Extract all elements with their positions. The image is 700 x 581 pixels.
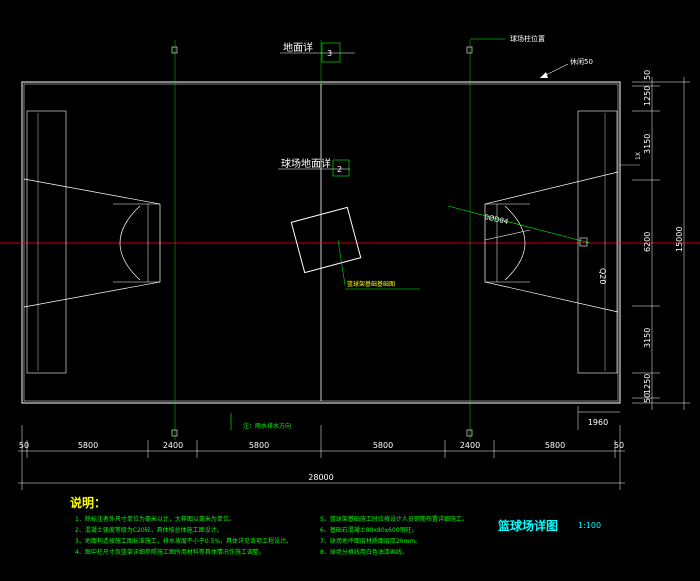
note-item: 6、基础石混凝土80x80x600钢柱。 xyxy=(320,527,418,534)
bottom-dim-label: 50 xyxy=(19,441,29,450)
rim-label-line xyxy=(484,229,531,241)
bottom-dim-label: 2400 xyxy=(163,441,183,450)
right-dim-label: 3150 xyxy=(643,328,652,348)
ground-section-label: 地面详 xyxy=(283,41,313,54)
rim-leader-line xyxy=(447,205,591,244)
bottom-dim-ticks xyxy=(21,425,621,490)
center-note-leader xyxy=(337,239,346,286)
right-dim-label: 50 xyxy=(643,70,652,80)
notes-right-column: 5、篮球架基础施工时应按设计人员钢筋布置详细施工。 6、基础石混凝土80x80x… xyxy=(320,514,468,558)
post-marker xyxy=(466,429,473,437)
sheet-scale: 1:100 xyxy=(578,521,602,530)
court-surface-number: 2 xyxy=(337,165,342,174)
top-tag-label: 休闲50 xyxy=(570,57,593,66)
note-item: 7、球场地坪面层材质面层厚20mm。 xyxy=(320,538,422,545)
right-dim-label: 50 xyxy=(643,393,652,403)
right-dim-ticks xyxy=(632,81,690,404)
note-item: 2、混凝土强度等级为C20砼，具体按总体施工图设计。 xyxy=(75,527,223,534)
drain-note-label: 注：雨水排水方向 xyxy=(243,422,291,430)
left-free-throw-arc xyxy=(119,205,141,281)
note-item: 5、篮球架基础施工时应按设计人员钢筋布置详细施工。 xyxy=(320,516,468,523)
ground-section-number: 3 xyxy=(327,49,332,58)
post-marker xyxy=(466,46,473,54)
note-item: 3、地面构造按施工图标准施工，排水坡度不小于0.5%，具体详见各项工程设计。 xyxy=(75,538,293,545)
notes-title: 说明： xyxy=(70,496,107,510)
right-free-throw-arc xyxy=(504,205,526,281)
bottom-dim-label: 2400 xyxy=(460,441,480,450)
post-marker xyxy=(171,429,178,437)
post-marker xyxy=(171,46,178,54)
note-item: 4、图中柱尺寸及篮架详细参照施工图所用材料等具体情况作施工调整。 xyxy=(75,549,265,556)
bottom-dim-total: 28000 xyxy=(308,473,333,482)
left-key-outline xyxy=(23,178,161,308)
bottom-dim-label: 5800 xyxy=(78,441,98,450)
right-dim-label: 6200 xyxy=(643,232,652,252)
court-surface-tag xyxy=(332,159,350,177)
bottom-dim-label: 5800 xyxy=(373,441,393,450)
rim-label: 0ØD84 xyxy=(484,213,510,226)
center-note-label: 篮球架基础基础图 xyxy=(347,280,395,288)
bottom-dim-label: 5800 xyxy=(249,441,269,450)
sheet-title: 篮球场详图 xyxy=(498,519,559,533)
right-key-outline xyxy=(484,171,619,313)
rim-marker xyxy=(579,237,588,247)
court-surface-label: 球场地面详 xyxy=(281,157,331,170)
right-dim-total: 15000 xyxy=(675,227,684,252)
top-tag-arrow xyxy=(540,72,548,78)
note-item: 1、除标注者外尺寸单位为毫米以计，大样图以毫米为单位。 xyxy=(75,516,235,523)
ground-section-tag xyxy=(321,42,341,63)
post-position-label: 球场柱位置 xyxy=(510,34,545,43)
center-foundation-box xyxy=(290,206,362,274)
right-dim-label: 1250 xyxy=(643,86,652,106)
bottom-dim-label: 5800 xyxy=(545,441,565,450)
corner-dim-label: 1960 xyxy=(588,418,608,427)
note-item: 8、球场分格线用白色油漆画线。 xyxy=(320,549,408,556)
right-dim-label: 3150 xyxy=(643,134,652,154)
bottom-dim-label: 50 xyxy=(614,441,624,450)
notes-left-column: 1、除标注者外尺寸单位为毫米以计，大样图以毫米为单位。 2、混凝土强度等级为C2… xyxy=(75,514,292,558)
right-end-zone xyxy=(577,110,618,374)
right-dim-label: 1250 xyxy=(643,374,652,394)
angle-label: Q20 xyxy=(598,268,607,284)
right-dim-hx: 1X xyxy=(635,152,642,160)
left-end-zone xyxy=(26,110,67,374)
